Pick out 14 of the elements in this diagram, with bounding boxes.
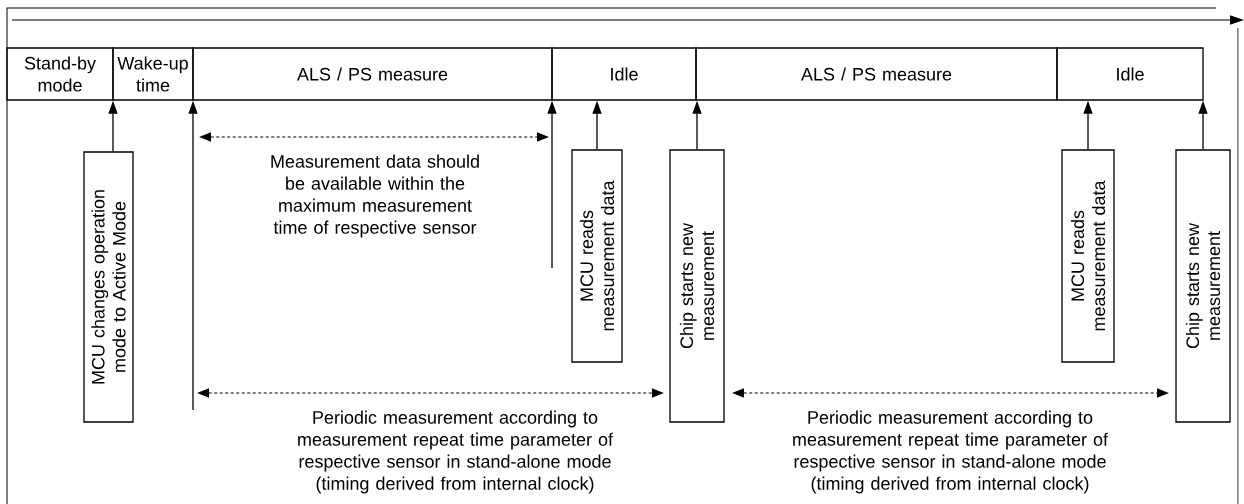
- phase-box: ALS / PS measure: [695, 47, 1058, 101]
- phase-box: Idle: [1056, 47, 1204, 101]
- phase-box: Stand-by mode: [6, 47, 114, 101]
- phase-box: ALS / PS measure: [192, 47, 553, 101]
- phase-box: Idle: [551, 47, 697, 101]
- event-box: MCU reads measurement data: [571, 149, 623, 363]
- event-box: MCU changes operation mode to Active Mode: [83, 151, 134, 423]
- annotation-text: Periodic measurement according to measurement repeat time parameter of respective sensor in stand-alone mode (timing derived from internal clock): [793, 410, 1109, 494]
- event-box: MCU reads measurement data: [1061, 149, 1115, 363]
- phase-box: Wake-up time: [112, 47, 194, 101]
- annotation-text: Periodic measurement according to measurement repeat time parameter of respective sensor in stand-alone mode (timing derived from internal clock): [298, 410, 614, 494]
- annotation-text: Measurement data should be available within the maximum measurement time of respective sensor: [271, 154, 479, 238]
- event-box: Chip starts new measurement: [669, 149, 725, 423]
- event-box: Chip starts new measurement: [1175, 149, 1231, 423]
